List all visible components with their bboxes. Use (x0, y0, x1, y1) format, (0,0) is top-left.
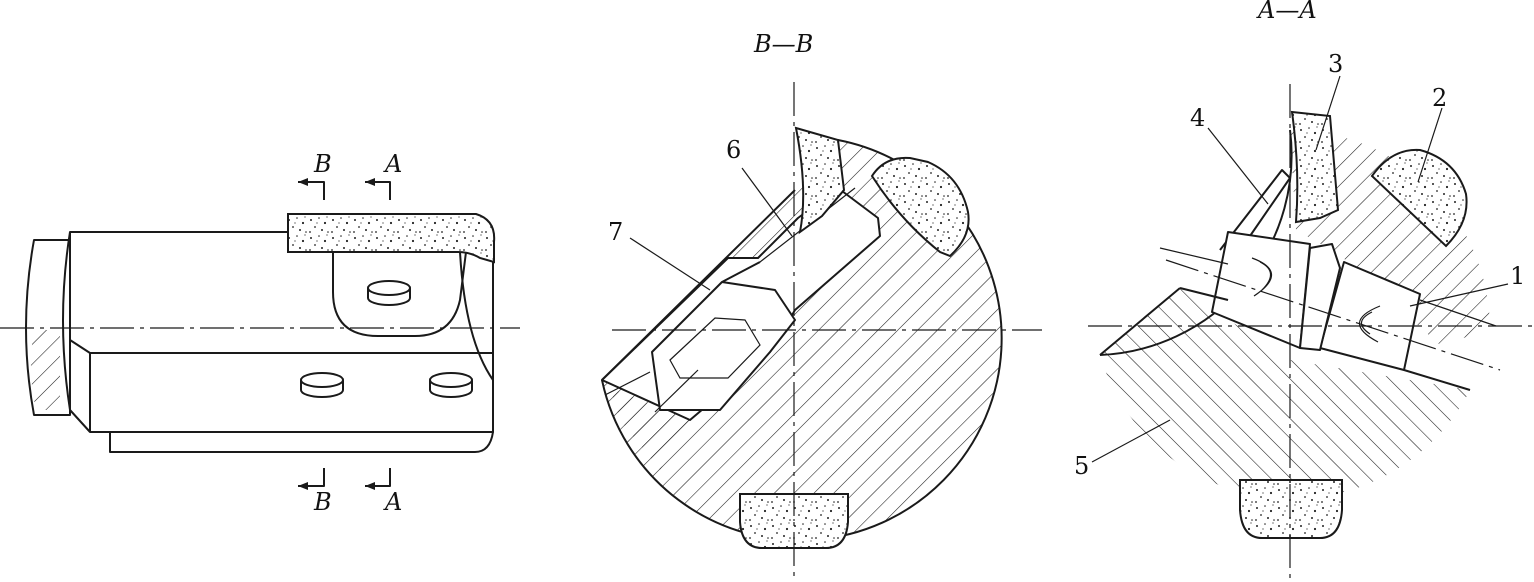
part-label-3: 3 (1328, 50, 1343, 78)
shank-stub-hatch (30, 330, 60, 410)
section-aa-title: A—A (1256, 0, 1317, 24)
abrasive-strip (287, 213, 496, 264)
section-aa-tilted-axis (1165, 259, 1501, 371)
section-aa-lower-body (1100, 288, 1470, 499)
section-bb-title: B—B (753, 30, 813, 58)
part-label-6: 6 (726, 136, 741, 164)
cut-a-bottom-letter: A (383, 488, 402, 516)
section-aa-wedge (1299, 243, 1341, 351)
part-label-4: 4 (1190, 104, 1205, 132)
part-label-2: 2 (1432, 84, 1447, 112)
cut-a-top: A (365, 150, 402, 200)
cut-a-top-letter: A (383, 150, 402, 178)
part-label-7: 7 (608, 218, 623, 246)
part-label-1: 1 (1510, 262, 1525, 290)
screw-head-left (300, 372, 344, 398)
section-bb-stone-right (870, 156, 970, 258)
section-aa-upper-body (1290, 130, 1490, 345)
bottom-guide-strip (109, 431, 494, 453)
section-aa-stone-right (1370, 148, 1468, 248)
section-bb-view: B—B 6 7 (601, 30, 1042, 580)
section-aa-stone-top (1290, 110, 1340, 224)
cut-b-top-letter: B (313, 150, 332, 178)
screw-head-top (367, 280, 411, 306)
section-bb-stone-top (794, 126, 846, 235)
cut-b-bottom-letter: B (313, 488, 332, 516)
part-label-5: 5 (1074, 452, 1089, 480)
cut-a-bottom: A (365, 468, 402, 516)
section-aa-view: A—A 3 2 (1074, 0, 1534, 580)
section-bb-body (602, 140, 1002, 541)
section-aa-stone-bottom (1239, 479, 1343, 539)
screw-head-right (429, 372, 473, 398)
section-bb-stone-bottom (739, 493, 849, 549)
cut-b-top: B (298, 150, 332, 200)
cut-b-bottom: B (298, 468, 332, 516)
side-view: B A B A (0, 150, 520, 516)
